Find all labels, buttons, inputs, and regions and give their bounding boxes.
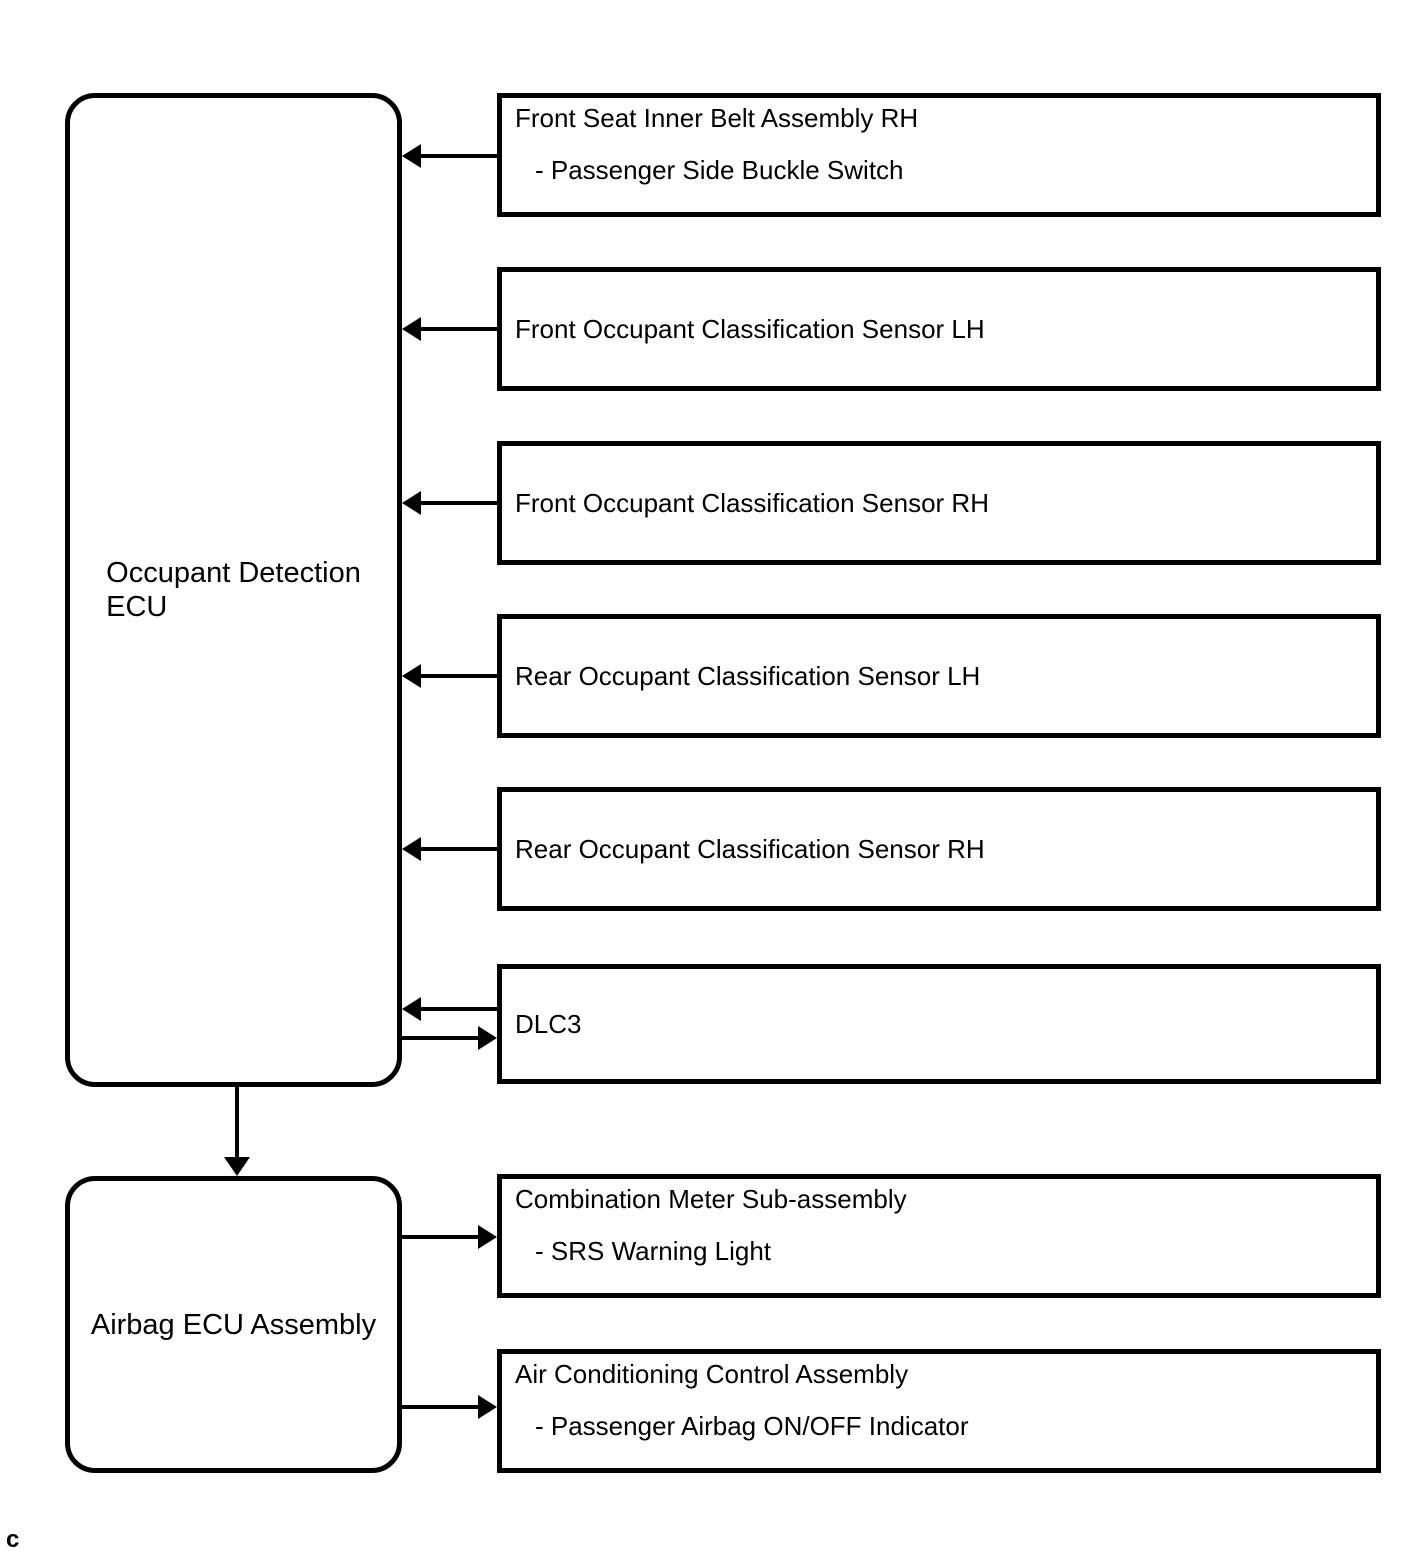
occupant-detection-ecu-label-line1: Occupant Detection [106,557,361,589]
box-subtitle: - Passenger Side Buckle Switch [535,155,904,185]
box-title: Front Occupant Classification Sensor RH [515,488,989,518]
box-rear-occupant-classification-sensor-lh: Rear Occupant Classification Sensor LH [497,614,1381,738]
box-rear-occupant-classification-sensor-rh: Rear Occupant Classification Sensor RH [497,787,1381,911]
occupant-detection-ecu-label: Occupant Detection ECU [106,556,361,624]
footer-marker: c [6,1526,20,1553]
box-dlc3: DLC3 [497,964,1381,1084]
box-air-conditioning-control-assembly: Air Conditioning Control Assembly - Pass… [497,1349,1381,1473]
box-front-occupant-classification-sensor-rh: Front Occupant Classification Sensor RH [497,441,1381,565]
box-title: Rear Occupant Classification Sensor RH [515,834,985,864]
box-title: Rear Occupant Classification Sensor LH [515,661,981,691]
airbag-ecu-assembly-label: Airbag ECU Assembly [90,1308,377,1341]
box-title: DLC3 [515,1009,582,1039]
box-title: Air Conditioning Control Assembly [515,1359,909,1389]
occupant-detection-ecu-label-line2: ECU [106,591,168,623]
box-subtitle: - SRS Warning Light [535,1236,772,1266]
box-combination-meter-sub-assembly: Combination Meter Sub-assembly - SRS War… [497,1174,1381,1298]
node-airbag-ecu-assembly: Airbag ECU Assembly [65,1176,402,1473]
box-title: Front Seat Inner Belt Assembly RH [515,103,919,133]
box-title: Combination Meter Sub-assembly [515,1184,907,1214]
box-title: Front Occupant Classification Sensor LH [515,314,985,344]
node-occupant-detection-ecu: Occupant Detection ECU [65,93,402,1087]
box-subtitle: - Passenger Airbag ON/OFF Indicator [535,1411,969,1441]
box-front-occupant-classification-sensor-lh: Front Occupant Classification Sensor LH [497,267,1381,391]
box-front-seat-inner-belt-assembly-rh: Front Seat Inner Belt Assembly RH - Pass… [497,93,1381,217]
